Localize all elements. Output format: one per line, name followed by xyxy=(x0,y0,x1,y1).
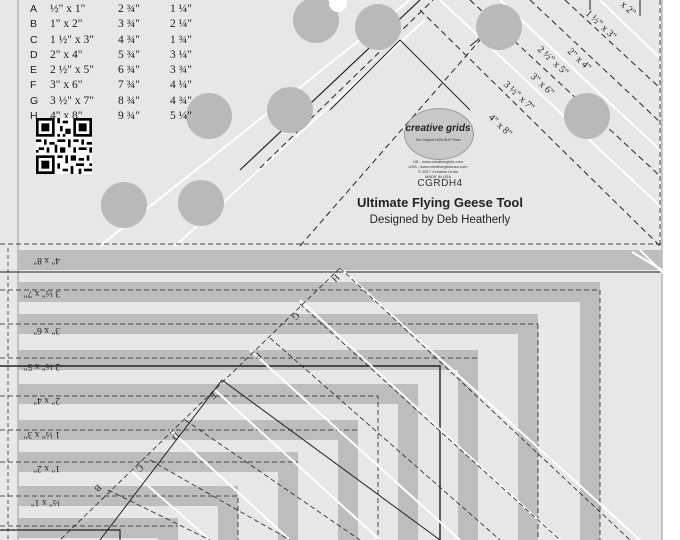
letter-mark: E xyxy=(207,391,218,402)
size-letter: F xyxy=(30,79,37,92)
side-size-label: ½" x 1" xyxy=(31,497,60,508)
size-cut-b: 3 ¼" xyxy=(170,48,192,61)
product-code: CGRDH4 xyxy=(417,178,463,189)
size-letter: A xyxy=(30,3,38,15)
size-letter: C xyxy=(30,33,38,46)
designer-credit: Designed by Deb Heatherly xyxy=(369,214,511,226)
side-size-label: 1 ½" x 3" xyxy=(24,429,60,440)
bottom-lines xyxy=(0,271,662,540)
diagonal-size-label: 3 ½" x 7" xyxy=(501,79,536,113)
size-cut-b: 1 ¾" xyxy=(170,33,192,46)
letter-mark: D xyxy=(170,431,182,443)
url-usa: USA - www.creativegridsusa.com xyxy=(408,164,468,169)
letter-mark: F xyxy=(253,351,264,362)
diagonal-size-label: x 2" xyxy=(618,0,638,19)
size-dimension: 3" x 6" xyxy=(50,79,83,92)
size-cut-b: 3 ¾" xyxy=(170,64,192,77)
hang-hole xyxy=(329,0,347,12)
size-letter: H xyxy=(30,110,38,123)
size-cut-a: 9 ¾" xyxy=(118,110,140,123)
size-cut-b: 2 ¼" xyxy=(170,18,192,31)
diagonal-size-label: 2 ½" x 5" xyxy=(535,44,570,78)
side-size-label: 3" x 6" xyxy=(33,325,60,335)
qr-code-graphic xyxy=(36,118,92,174)
size-cut-b: 5 ¼" xyxy=(170,110,192,123)
size-cut-b: 1 ¼" xyxy=(170,3,192,15)
letter-mark: C xyxy=(134,463,145,474)
size-cut-a: 3 ¾" xyxy=(118,18,140,31)
size-cut-a: 5 ¾" xyxy=(118,48,140,61)
url-uk: UK - www.creativegrids.com xyxy=(412,159,463,164)
bottom-diagonals xyxy=(59,249,680,540)
title-block: CGRDH4 Ultimate Flying Geese Tool Design… xyxy=(300,178,580,226)
size-dimension: 2 ½" x 5" xyxy=(50,64,94,77)
size-cut-a: 7 ¾" xyxy=(118,79,140,92)
size-dimension: 2" x 4" xyxy=(50,48,83,61)
diagonal-size-label: 3" x 6" xyxy=(528,71,556,98)
size-letter: E xyxy=(30,64,38,77)
right-margin xyxy=(662,0,680,540)
size-cut-a: 8 ¾" xyxy=(118,94,140,107)
size-dimension: ½" x 1" xyxy=(50,3,86,15)
side-size-label: 4" x 8" xyxy=(33,255,60,265)
side-size-label: 2" x 4" xyxy=(33,395,60,405)
made-in: MADE IN USA xyxy=(424,174,451,179)
size-cut-b: 4 ¾" xyxy=(170,94,192,107)
brand-logo: creative grids The Original NON-SLIP Rul… xyxy=(400,108,476,179)
size-cut-b: 4 ¼" xyxy=(170,79,192,92)
logo-oval xyxy=(404,108,474,160)
letter-mark: H xyxy=(330,273,342,285)
qr-code xyxy=(36,118,92,174)
letter-mark: G xyxy=(290,311,302,323)
copyright: © 2017 Creative Grids xyxy=(418,169,458,174)
diagonal-size-label: 1 ½" x 3" xyxy=(583,8,618,42)
size-letter: G xyxy=(30,94,39,107)
size-cut-a: 4 ¾" xyxy=(118,33,140,46)
size-cut-a: 6 ¾" xyxy=(118,64,140,77)
logo-urls: UK - www.creativegrids.com USA - www.cre… xyxy=(400,159,476,179)
size-letter: D xyxy=(30,48,38,61)
letter-mark: B xyxy=(92,483,103,494)
nested-bands xyxy=(18,250,662,540)
product-title: Ultimate Flying Geese Tool xyxy=(357,195,523,210)
size-dimension: 1" x 2" xyxy=(50,18,83,31)
side-size-label: 3 ½" x 7" xyxy=(24,288,60,299)
diagonal-size-label: 4" x 8" xyxy=(486,112,514,139)
side-size-label: 2 ½" x 5" xyxy=(24,361,60,372)
size-dimension: 3 ½" x 7" xyxy=(50,94,94,107)
size-cut-a: 2 ¾" xyxy=(118,3,140,15)
logo-wordmark: creative grids xyxy=(405,123,471,134)
size-letter: B xyxy=(30,18,38,31)
gripper-dots xyxy=(101,0,610,228)
size-dimension: 1 ½" x 3" xyxy=(50,33,94,46)
logo-tagline: The Original NON-SLIP Ruler xyxy=(415,138,461,142)
side-size-label: 1" x 2" xyxy=(33,463,60,473)
